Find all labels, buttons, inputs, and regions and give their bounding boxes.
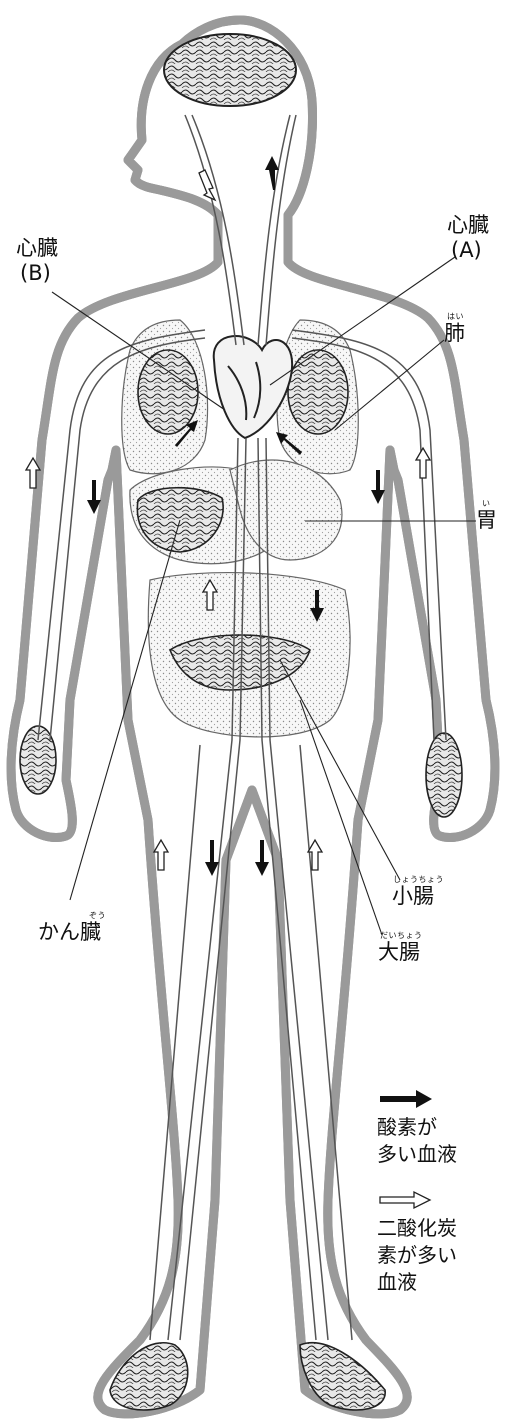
ruby-liver: ぞう — [89, 912, 106, 920]
leader-large-intestine — [300, 700, 382, 935]
arrow-down-right-leg — [255, 840, 269, 876]
label-large-intestine: 大腸 — [378, 942, 420, 963]
ruby-large-intestine: だいちょう — [380, 932, 423, 940]
legend-oxygen-rich-text: 酸素が 多い血液 — [377, 1114, 457, 1168]
arrow-up-right-arm — [416, 448, 430, 478]
legend-solid-arrow — [380, 1090, 432, 1108]
arrow-up-left-leg — [154, 840, 168, 870]
label-lung: 肺 — [444, 323, 465, 344]
legend-hollow-arrow — [380, 1192, 430, 1208]
right-hand-capillaries — [426, 733, 462, 817]
legend-co2-rich-text: 二酸化炭 素が多い 血液 — [377, 1215, 457, 1296]
arrow-down-right-arm — [371, 470, 385, 504]
label-stomach: 胃 — [476, 510, 497, 531]
ruby-lung: はい — [447, 313, 464, 321]
label-heart-a: 心臓 (A) — [447, 215, 489, 261]
right-lung-capillaries — [288, 350, 348, 434]
ruby-stomach: い — [482, 500, 491, 508]
brain-capillaries — [164, 34, 296, 106]
arrow-down-left-leg — [205, 840, 219, 876]
left-lung-capillaries — [138, 350, 198, 434]
label-heart-b: 心臓 (B) — [16, 238, 58, 284]
label-liver: かん臓 — [38, 922, 101, 943]
ruby-small-intestine: しょうちょう — [393, 876, 444, 884]
label-small-intestine: 小腸 — [392, 886, 434, 907]
